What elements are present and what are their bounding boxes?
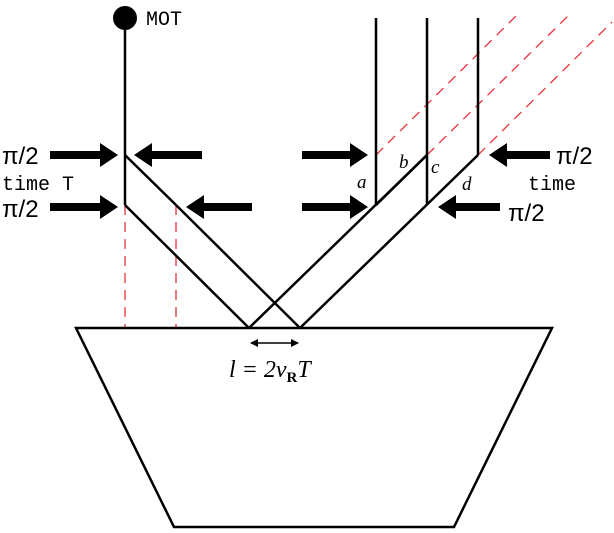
mot-label: MOT	[146, 9, 182, 32]
mot-source	[113, 6, 137, 30]
left-path-outer-descend	[124, 204, 250, 329]
path-label-a: a	[357, 172, 367, 193]
arrow-left-right-bottom	[438, 195, 500, 219]
arrow-left-left-bottom	[186, 195, 252, 219]
arrow-left-left-top	[134, 143, 202, 167]
arrow-right-right-bottom	[302, 195, 368, 219]
left-path-deflected-top	[124, 154, 177, 206]
dashed-guide-right-1	[375, 11, 521, 156]
arrow-left-right-top	[489, 143, 550, 167]
pulse-label-bottom-left: π/2	[2, 196, 39, 223]
dashed-guides	[124, 11, 613, 328]
arrow-right-left-bottom	[50, 195, 118, 219]
dashed-guide-right-3	[477, 21, 613, 156]
right-trajectories	[248, 18, 480, 329]
detector-cell	[73, 326, 555, 529]
wait-label-left: time T	[2, 174, 74, 197]
laser-arrows	[50, 143, 550, 219]
left-trajectories	[123, 30, 301, 329]
arrow-right-right-top	[302, 143, 368, 167]
path-label-c: c	[431, 157, 440, 178]
pulse-label-bottom-right: π/2	[508, 200, 545, 227]
separation-formula: l = 2vRT	[229, 357, 312, 386]
left-path-inner-descend	[175, 204, 301, 329]
wait-label-right: time	[528, 174, 576, 197]
pulse-label-top-left: π/2	[2, 143, 39, 170]
right-path-from-left-inner	[299, 154, 479, 329]
arrow-right-left-top	[50, 143, 118, 167]
pulse-label-top-right: π/2	[556, 143, 593, 170]
right-path-short	[375, 154, 428, 206]
path-label-d: d	[462, 174, 472, 195]
path-label-b: b	[399, 152, 409, 173]
